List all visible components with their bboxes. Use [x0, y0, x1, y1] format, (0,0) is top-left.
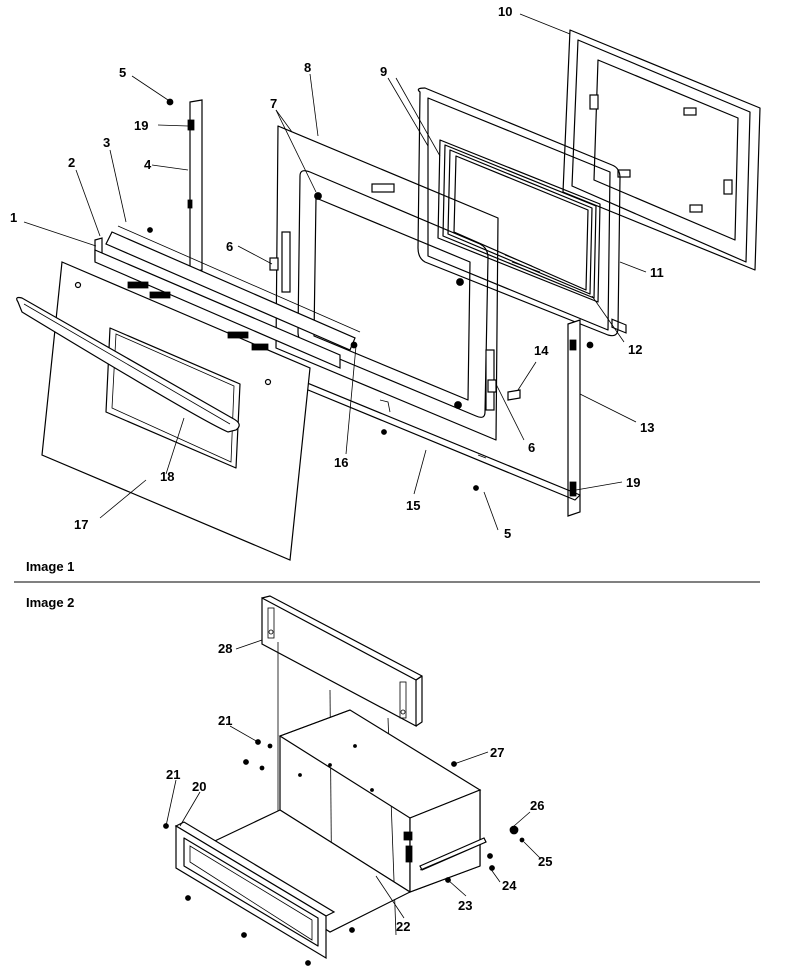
- leader-lines-image1: [23, 13, 647, 531]
- callouts-image2: 20 21 21 22 23 24 25 26 27 28: [166, 641, 552, 934]
- part-10-door-back-frame: [562, 29, 761, 334]
- part-12-window-glass-pack: [437, 139, 601, 303]
- callouts-image1: 1 2 3 4 5 5 6 6 7 8 9 10 11 12 13 14 15 …: [10, 4, 664, 541]
- part-4-left-door-rail: [187, 99, 203, 273]
- part-13-right-door-rail: [567, 319, 581, 517]
- callout-8: 8: [304, 60, 311, 75]
- callout-7: 7: [270, 96, 277, 111]
- part-8-inner-door-panel: [275, 125, 499, 441]
- storage-drawer-assembly: 20 21 21 22 23 24 25 26 27 28: [163, 595, 552, 966]
- callout-22: 22: [396, 919, 410, 934]
- callout-6-right: 6: [528, 440, 535, 455]
- callout-1: 1: [10, 210, 17, 225]
- callout-19-top: 19: [134, 118, 148, 133]
- callout-21-lower: 21: [166, 767, 180, 782]
- callout-20: 20: [192, 779, 206, 794]
- callout-5-top: 5: [119, 65, 126, 80]
- callout-26: 26: [530, 798, 544, 813]
- section-label-image2: Image 2: [26, 595, 74, 610]
- callout-28: 28: [218, 641, 232, 656]
- callout-15: 15: [406, 498, 420, 513]
- callout-25: 25: [538, 854, 552, 869]
- callout-12: 12: [628, 342, 642, 357]
- callout-2: 2: [68, 155, 75, 170]
- callout-27: 27: [490, 745, 504, 760]
- callout-4: 4: [144, 157, 152, 172]
- part-23-drawer-slide: [419, 837, 487, 871]
- part-28-drawer-back-panel: [261, 595, 423, 727]
- section-label-image1: Image 1: [26, 559, 74, 574]
- callout-5-bottom: 5: [504, 526, 511, 541]
- part-17-outer-door-panel: [41, 261, 311, 561]
- callout-18: 18: [160, 469, 174, 484]
- callout-14: 14: [534, 343, 549, 358]
- part-2-vent-channel: [94, 237, 341, 369]
- callout-6-left: 6: [226, 239, 233, 254]
- drawer-box: [198, 709, 482, 933]
- callout-19-bottom: 19: [626, 475, 640, 490]
- door-hardware: [147, 98, 594, 491]
- part-3-door-top-trim: [105, 225, 361, 351]
- oven-door-assembly: 1 2 3 4 5 5 6 6 7 8 9 10 11 12 13 14 15 …: [10, 4, 761, 574]
- callout-9: 9: [380, 64, 387, 79]
- callout-13: 13: [640, 420, 654, 435]
- part-18-door-handle: [16, 296, 240, 433]
- part-11-door-gasket: [417, 87, 621, 337]
- callout-21-upper: 21: [218, 713, 232, 728]
- callout-17: 17: [74, 517, 88, 532]
- leader-lines-image2: [165, 639, 541, 919]
- callout-24: 24: [502, 878, 517, 893]
- callout-16: 16: [334, 455, 348, 470]
- part-15-door-bottom-trim: [295, 379, 581, 501]
- callout-23: 23: [458, 898, 472, 913]
- callout-10: 10: [498, 4, 512, 19]
- callout-11: 11: [650, 265, 664, 280]
- callout-3: 3: [103, 135, 110, 150]
